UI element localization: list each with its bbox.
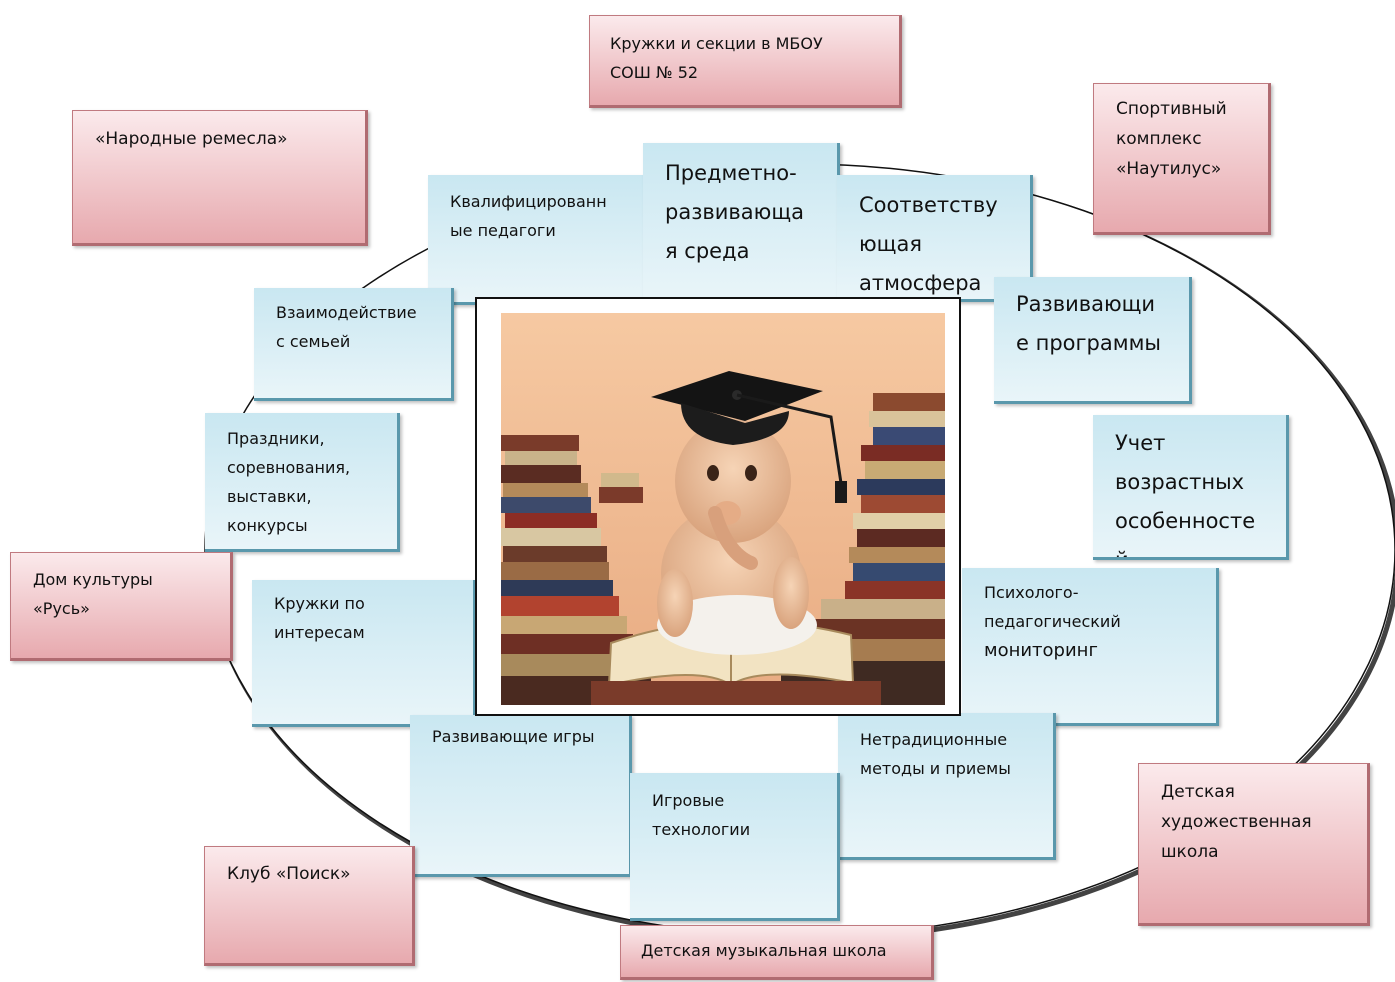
art-school-line-3: школа — [1161, 842, 1219, 862]
qualified-teachers-line-2: ые педагоги — [450, 221, 556, 240]
qualified-teachers-box: Квалифицированн ые педагоги — [428, 175, 646, 305]
subject-environment-box: Предметно- развивающа я среда — [643, 143, 840, 303]
nontraditional-methods-box: Нетрадиционные методы и приемы — [838, 713, 1056, 860]
sports-complex-line-3: «Наутилус» — [1116, 159, 1222, 179]
age-features-box: Учет возрастных особенносте й — [1093, 415, 1289, 560]
folk-crafts-line-1: «Народные ремесла» — [95, 129, 288, 149]
interest-clubs-box: Кружки по интересам — [252, 580, 476, 727]
club-poisk-box: Клуб «Поиск» — [204, 846, 415, 966]
sports-complex-box: Спортивный комплекс «Наутилус» — [1093, 83, 1271, 235]
interest-clubs-line-1: Кружки по — [274, 594, 365, 613]
baby-graduate-photo — [501, 313, 945, 705]
monitoring-line-1: Психолого- — [984, 583, 1079, 602]
center-photo-frame — [475, 297, 961, 716]
art-school-line-1: Детская — [1161, 782, 1235, 802]
developing-games-box: Развивающие игры — [410, 715, 632, 877]
developing-games-line-1: Развивающие игры — [432, 727, 595, 746]
age-features-line-3: особенносте — [1115, 509, 1256, 533]
atmosphere-line-2: ющая — [859, 232, 922, 256]
holidays-line-1: Праздники, — [227, 429, 325, 448]
music-school-line-1: Детская музыкальная школа — [641, 941, 887, 960]
age-features-line-2: возрастных — [1115, 470, 1245, 494]
atmosphere-box: Соответству ющая атмосфера — [837, 175, 1033, 302]
subject-environment-line-3: я среда — [665, 239, 750, 263]
monitoring-line-3: мониторинг — [984, 640, 1098, 661]
subject-environment-line-2: развивающа — [665, 200, 804, 224]
family-interaction-line-2: с семьей — [276, 332, 351, 351]
family-interaction-line-1: Взаимодействие — [276, 303, 417, 322]
culture-house-line-1: Дом культуры — [33, 570, 153, 589]
folk-crafts-box: «Народные ремесла» — [72, 110, 368, 246]
nontraditional-methods-line-1: Нетрадиционные — [860, 730, 1008, 749]
subject-environment-line-1: Предметно- — [665, 161, 797, 185]
holidays-line-2: соревнования, — [227, 458, 351, 477]
age-features-line-1: Учет — [1115, 431, 1166, 455]
atmosphere-line-1: Соответству — [859, 193, 998, 217]
monitoring-box: Психолого- педагогический мониторинг — [962, 568, 1219, 726]
age-features-line-4: й — [1115, 548, 1129, 560]
sports-complex-line-1: Спортивный — [1116, 99, 1227, 119]
culture-house-box: Дом культуры «Русь» — [10, 552, 233, 661]
art-school-line-2: художественная — [1161, 812, 1312, 832]
art-school-box: Детская художественная школа — [1138, 763, 1370, 926]
monitoring-line-2: педагогический — [984, 612, 1121, 631]
family-interaction-box: Взаимодействие с семьей — [254, 288, 454, 401]
developing-programs-line-1: Развивающи — [1016, 292, 1156, 316]
school-clubs-line-1: Кружки и секции в МБОУ — [610, 34, 823, 53]
qualified-teachers-line-1: Квалифицированн — [450, 192, 607, 211]
nontraditional-methods-line-2: методы и приемы — [860, 759, 1011, 778]
developing-programs-line-2: е программы — [1016, 331, 1162, 355]
holidays-box: Праздники, соревнования, выставки, конку… — [205, 413, 400, 552]
holidays-line-4: конкурсы — [227, 516, 308, 535]
developing-programs-box: Развивающи е программы — [994, 277, 1192, 404]
holidays-line-3: выставки, — [227, 487, 312, 506]
school-clubs-line-2: СОШ № 52 — [610, 63, 699, 82]
club-poisk-line-1: Клуб «Поиск» — [227, 864, 351, 884]
culture-house-line-2: «Русь» — [33, 599, 90, 618]
atmosphere-line-3: атмосфера — [859, 271, 982, 295]
game-technologies-line-2: технологии — [652, 820, 751, 839]
school-clubs-box: Кружки и секции в МБОУ СОШ № 52 — [589, 15, 902, 108]
sports-complex-line-2: комплекс — [1116, 129, 1202, 149]
music-school-box: Детская музыкальная школа — [620, 925, 934, 980]
game-technologies-box: Игровые технологии — [630, 773, 840, 921]
interest-clubs-line-2: интересам — [274, 623, 365, 642]
game-technologies-line-1: Игровые — [652, 791, 725, 810]
